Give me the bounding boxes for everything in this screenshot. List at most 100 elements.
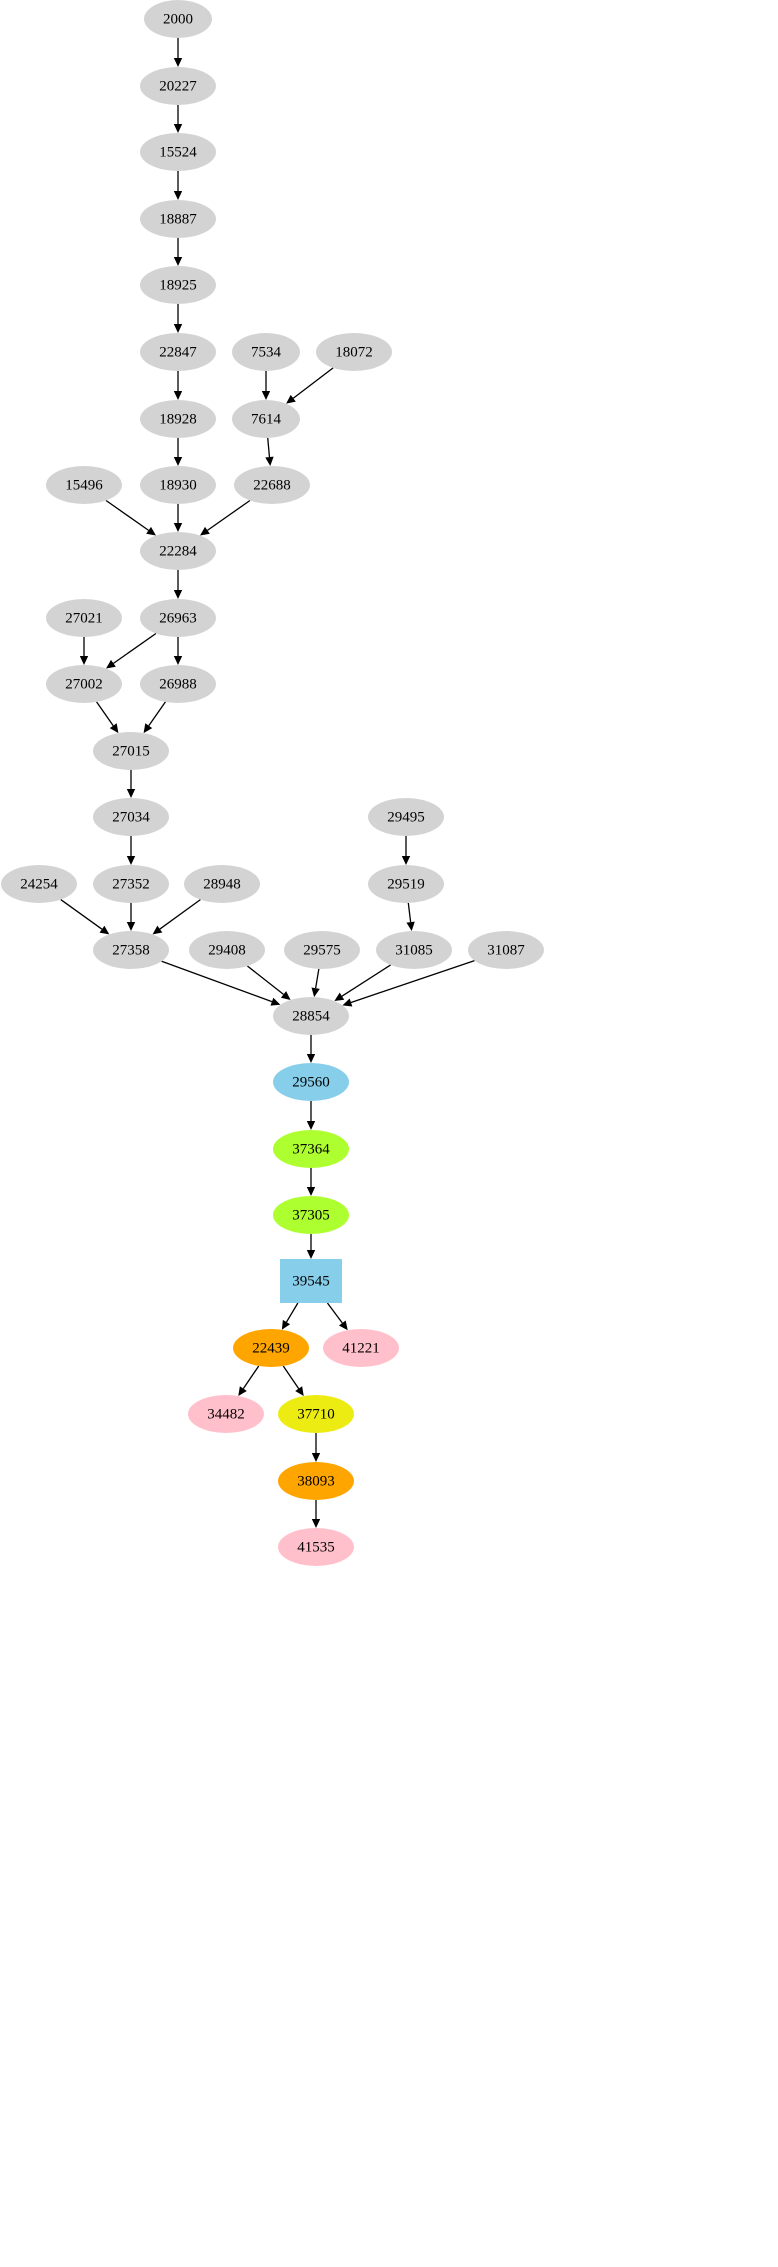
node-ellipse-shape[interactable] [273, 1130, 349, 1168]
graph-node[interactable]: 41535 [278, 1528, 354, 1566]
edge-arrowhead-icon [286, 394, 296, 404]
node-ellipse-shape[interactable] [46, 665, 122, 703]
graph-node[interactable]: 38093 [278, 1462, 354, 1500]
edge-line [96, 701, 114, 727]
node-ellipse-shape[interactable] [140, 67, 216, 105]
edge-arrowhead-icon [126, 789, 136, 798]
node-ellipse-shape[interactable] [323, 1329, 399, 1367]
graph-node[interactable]: 37710 [278, 1395, 354, 1433]
node-ellipse-shape[interactable] [273, 1063, 349, 1101]
edge-line [314, 968, 320, 989]
edge-arrowhead-icon [173, 58, 183, 67]
graph-edge [173, 238, 183, 266]
edge-arrowhead-icon [311, 987, 320, 998]
node-ellipse-shape[interactable] [1, 865, 77, 903]
edge-arrowhead-icon [306, 1187, 316, 1196]
graph-node[interactable]: 31087 [468, 931, 544, 969]
graph-node[interactable]: 18887 [140, 200, 216, 238]
graph-node[interactable]: 22847 [140, 333, 216, 371]
graph-node[interactable]: 22439 [233, 1329, 309, 1367]
node-ellipse-shape[interactable] [278, 1395, 354, 1433]
node-ellipse-shape[interactable] [278, 1528, 354, 1566]
edge-line [113, 632, 157, 664]
edge-line [148, 701, 166, 727]
node-ellipse-shape[interactable] [93, 931, 169, 969]
graph-node[interactable]: 39545 [280, 1259, 342, 1303]
graph-node[interactable]: 22284 [140, 532, 216, 570]
graph-node[interactable]: 24254 [1, 865, 77, 903]
graph-node[interactable]: 28854 [273, 997, 349, 1035]
node-box-shape[interactable] [280, 1259, 342, 1303]
graph-node[interactable]: 27034 [93, 798, 169, 836]
edge-arrowhead-icon [173, 590, 183, 599]
node-ellipse-shape[interactable] [140, 466, 216, 504]
edge-arrowhead-icon [261, 391, 271, 400]
node-ellipse-shape[interactable] [140, 200, 216, 238]
graph-node[interactable]: 2000 [144, 0, 212, 38]
graph-node[interactable]: 15524 [140, 133, 216, 171]
node-ellipse-shape[interactable] [376, 931, 452, 969]
node-ellipse-shape[interactable] [46, 466, 122, 504]
node-ellipse-shape[interactable] [93, 732, 169, 770]
graph-node[interactable]: 15496 [46, 466, 122, 504]
graph-node[interactable]: 29575 [284, 931, 360, 969]
edge-arrowhead-icon [173, 656, 183, 665]
graph-node[interactable]: 31085 [376, 931, 452, 969]
node-ellipse-shape[interactable] [368, 865, 444, 903]
graph-node[interactable]: 29495 [368, 798, 444, 836]
node-ellipse-shape[interactable] [232, 333, 300, 371]
node-ellipse-shape[interactable] [140, 133, 216, 171]
node-ellipse-shape[interactable] [140, 532, 216, 570]
graph-node[interactable]: 18928 [140, 400, 216, 438]
node-ellipse-shape[interactable] [284, 931, 360, 969]
graph-node[interactable]: 29408 [189, 931, 265, 969]
node-ellipse-shape[interactable] [232, 400, 300, 438]
graph-edge [286, 367, 334, 404]
node-ellipse-shape[interactable] [184, 865, 260, 903]
edge-arrowhead-icon [270, 997, 281, 1006]
node-ellipse-shape[interactable] [93, 865, 169, 903]
node-ellipse-shape[interactable] [468, 931, 544, 969]
node-ellipse-shape[interactable] [140, 266, 216, 304]
node-ellipse-shape[interactable] [140, 333, 216, 371]
graph-node[interactable]: 18925 [140, 266, 216, 304]
node-ellipse-shape[interactable] [233, 1329, 309, 1367]
node-ellipse-shape[interactable] [273, 997, 349, 1035]
graph-edge [173, 105, 183, 133]
node-ellipse-shape[interactable] [140, 400, 216, 438]
edge-line [242, 1365, 260, 1389]
graph-node[interactable]: 34482 [188, 1395, 264, 1433]
node-ellipse-shape[interactable] [140, 599, 216, 637]
node-ellipse-shape[interactable] [188, 1395, 264, 1433]
node-ellipse-shape[interactable] [273, 1196, 349, 1234]
node-ellipse-shape[interactable] [144, 0, 212, 38]
graph-node[interactable]: 20227 [140, 67, 216, 105]
graph-node[interactable]: 22688 [234, 466, 310, 504]
graph-edge [282, 1365, 304, 1397]
graph-node[interactable]: 27015 [93, 732, 169, 770]
node-ellipse-shape[interactable] [278, 1462, 354, 1500]
graph-node[interactable]: 27002 [46, 665, 122, 703]
node-ellipse-shape[interactable] [234, 466, 310, 504]
graph-node[interactable]: 27352 [93, 865, 169, 903]
node-ellipse-shape[interactable] [368, 798, 444, 836]
node-ellipse-shape[interactable] [140, 665, 216, 703]
graph-node[interactable]: 18072 [316, 333, 392, 371]
graph-node[interactable]: 37305 [273, 1196, 349, 1234]
graph-node[interactable]: 41221 [323, 1329, 399, 1367]
node-ellipse-shape[interactable] [316, 333, 392, 371]
graph-node[interactable]: 37364 [273, 1130, 349, 1168]
graph-node[interactable]: 27358 [93, 931, 169, 969]
node-ellipse-shape[interactable] [46, 599, 122, 637]
node-ellipse-shape[interactable] [93, 798, 169, 836]
graph-node[interactable]: 7534 [232, 333, 300, 371]
graph-node[interactable]: 27021 [46, 599, 122, 637]
graph-node[interactable]: 26988 [140, 665, 216, 703]
node-ellipse-shape[interactable] [189, 931, 265, 969]
graph-node[interactable]: 26963 [140, 599, 216, 637]
graph-node[interactable]: 28948 [184, 865, 260, 903]
graph-node[interactable]: 18930 [140, 466, 216, 504]
graph-node[interactable]: 7614 [232, 400, 300, 438]
graph-node[interactable]: 29519 [368, 865, 444, 903]
graph-node[interactable]: 29560 [273, 1063, 349, 1101]
